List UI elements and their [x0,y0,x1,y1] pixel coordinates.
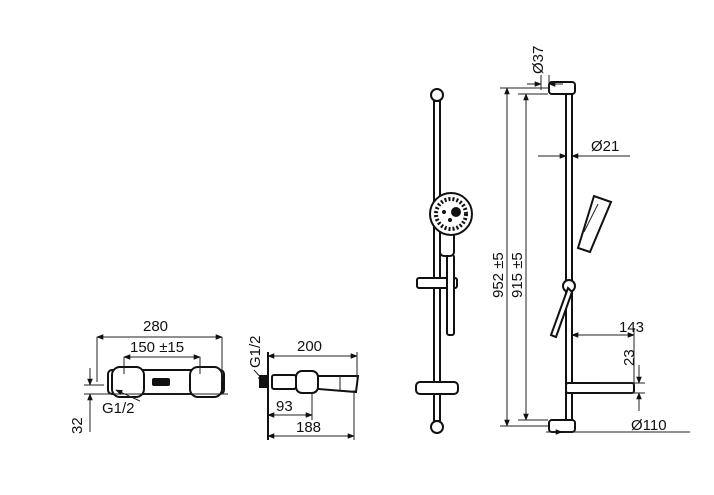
dimension-32: 32 [69,368,104,434]
dim-280-label: 280 [143,318,168,335]
side-thread-label: G1/2 [247,335,264,368]
thread-label-side: G1/2 [247,335,265,382]
dimension-23: 23 [600,349,645,411]
dim-200-label: 200 [297,338,322,355]
dim-d37-label: Ø37 [530,46,547,74]
dimension-188: 188 [267,390,355,440]
thread-label-mixer: G1/2 [102,389,141,417]
rail-side-view [548,81,635,433]
dimension-280: 280 [96,318,223,382]
dimension-915: 915 ±5 [509,93,548,421]
dim-32-label: 32 [69,417,86,434]
dimension-200: 200 [267,338,358,378]
mixer-front-view [104,366,228,398]
dim-93-label: 93 [276,398,293,415]
dimension-150: 150 ±15 [123,339,201,374]
rail-front-view [415,88,473,434]
dimension-d110: Ø110 [546,417,690,435]
dim-d110-label: Ø110 [631,417,667,434]
dim-952-label: 952 ±5 [490,252,507,298]
dimension-d21: Ø21 [538,138,630,159]
dimension-93: 93 [267,392,313,420]
dimension-952: 952 ±5 [490,87,548,427]
dim-188-label: 188 [296,419,321,436]
mixer-thread-label: G1/2 [102,400,135,417]
mixer-side-view [259,352,360,440]
dim-915-label: 915 ±5 [509,252,526,298]
dim-23-label: 23 [621,349,638,366]
dim-d21-label: Ø21 [591,138,619,155]
dim-150-label: 150 ±15 [130,339,184,356]
dimension-143: 143 [571,319,644,386]
dimension-d37: Ø37 [527,46,563,90]
dim-143-label: 143 [619,319,644,336]
